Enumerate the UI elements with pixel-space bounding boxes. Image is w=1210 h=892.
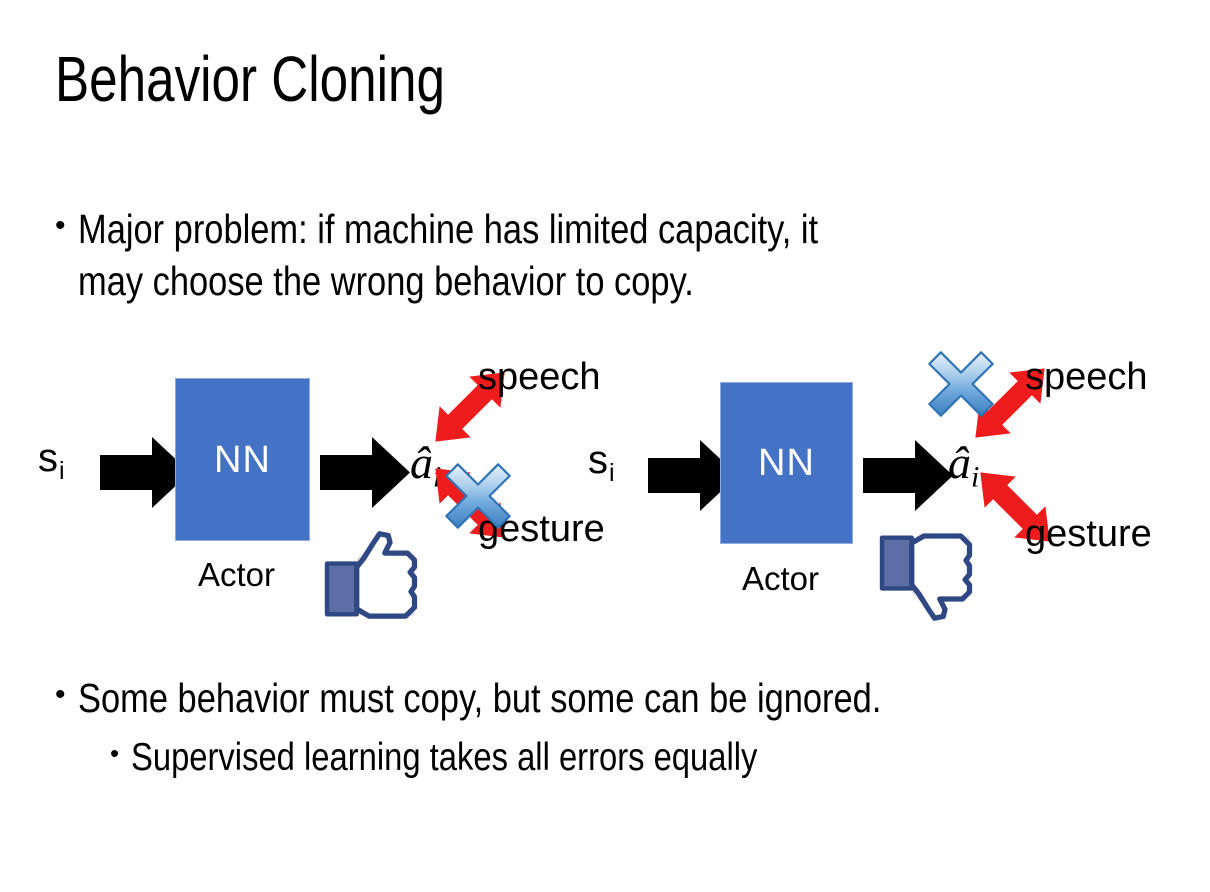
branch-arrow-speech-left-icon — [435, 372, 505, 442]
bullet-text: Supervised learning takes all errors equ… — [131, 736, 758, 779]
thumbs-up-icon — [324, 531, 418, 619]
bullet-marker-icon: • — [55, 678, 66, 711]
bullet-some-behavior: • Some behavior must copy, but some can … — [55, 672, 1185, 724]
bullet-marker-icon: • — [55, 209, 66, 242]
actor-caption-left: Actor — [198, 556, 276, 593]
branch-label-gesture-right: gesture — [1025, 513, 1152, 555]
branch-label-speech-right: speech — [1025, 356, 1148, 398]
bullet-main-problem: • Major problem: if machine has limited … — [55, 203, 1175, 308]
cross-out-gesture-left-icon — [445, 463, 511, 529]
input-arrow-right-icon — [648, 440, 738, 511]
branch-arrow-gesture-right-icon — [980, 472, 1050, 542]
bullet-text: Major problem: if machine has limited ca… — [77, 206, 818, 305]
nn-box-label: NN — [214, 438, 271, 481]
thumbs-down-icon — [879, 533, 973, 621]
output-arrow-left-icon — [320, 437, 410, 508]
nn-box-label: NN — [758, 442, 815, 484]
input-state-label-right: si — [588, 438, 615, 487]
actor-caption-right: Actor — [742, 560, 820, 597]
nn-box-left: NN — [175, 378, 310, 541]
cross-out-speech-right-icon — [928, 351, 994, 417]
output-action-label-right: âi — [948, 437, 980, 494]
input-state-label-left: si — [38, 436, 65, 485]
nn-box-right: NN — [720, 382, 853, 544]
page-title: Behavior Cloning — [55, 43, 445, 115]
bullet-marker-icon: • — [110, 738, 120, 768]
bullet-supervised-learning: • Supervised learning takes all errors e… — [110, 733, 1200, 783]
input-arrow-left-icon — [100, 437, 190, 508]
output-arrow-right-icon — [863, 440, 953, 511]
branch-label-speech-left: speech — [478, 356, 601, 398]
branch-arrow-speech-right-icon — [975, 368, 1045, 438]
bullet-text: Some behavior must copy, but some can be… — [77, 675, 881, 721]
diagram-right-wrong-behavior: si NN Actor âi — [570, 340, 1152, 640]
diagram-left-correct-behavior: si NN Actor âi — [20, 340, 605, 640]
